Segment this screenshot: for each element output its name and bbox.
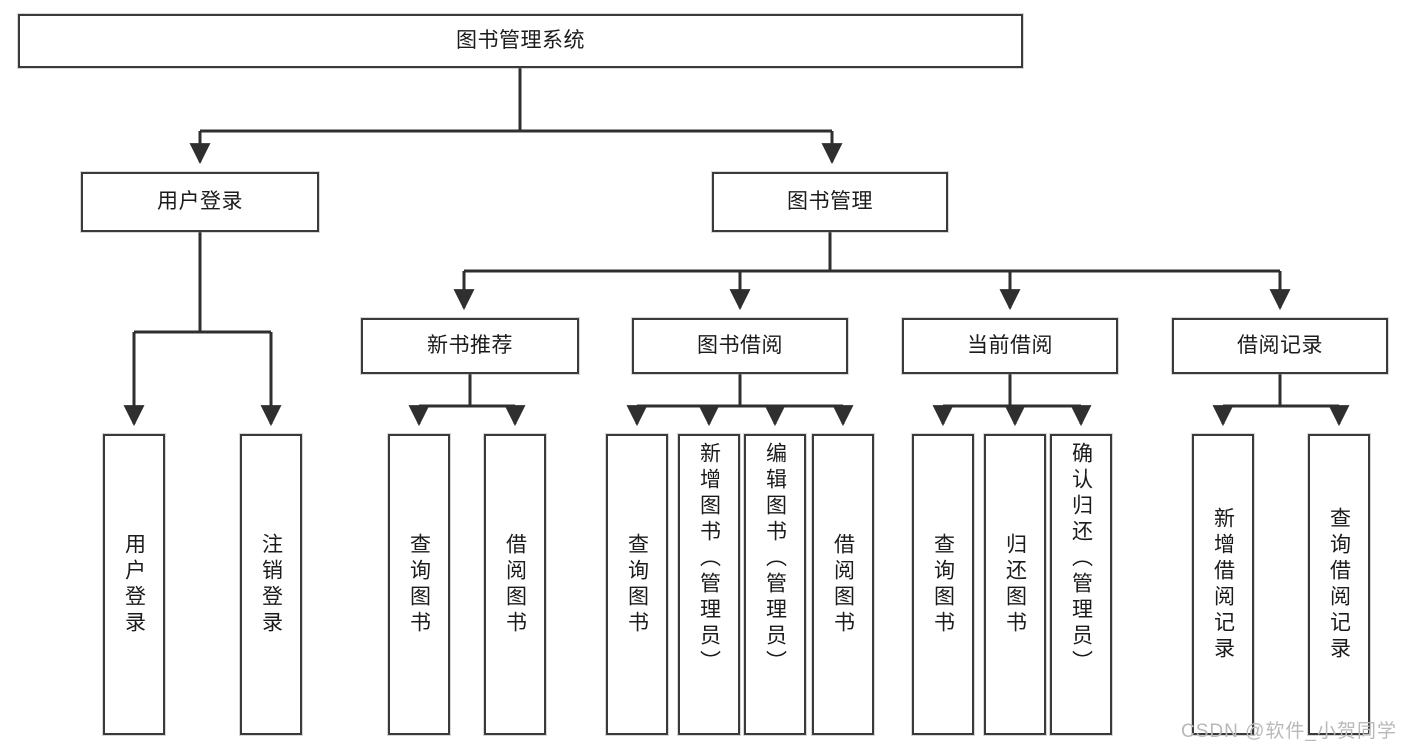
node-leaf-query-record[interactable]: 查询借阅记录 [1308,434,1370,735]
node-leaf-borrow-book-2[interactable]: 借阅图书 [812,434,874,735]
node-leaf-query-book-1-label: 查询图书 [407,532,431,637]
node-book-manage[interactable]: 图书管理 [712,172,948,232]
node-leaf-add-book-label: 新增图书（管理员） [697,442,721,676]
node-book-borrow[interactable]: 图书借阅 [632,318,848,374]
node-leaf-query-book-2-label: 查询图书 [625,532,649,637]
node-leaf-add-record[interactable]: 新增借阅记录 [1192,434,1254,735]
node-borrow-record-label: 借阅记录 [1237,333,1323,357]
node-current-borrow-label: 当前借阅 [967,333,1053,357]
node-current-borrow[interactable]: 当前借阅 [902,318,1118,374]
node-leaf-return-book-label: 归还图书 [1003,532,1027,637]
node-new-book-rec[interactable]: 新书推荐 [361,318,579,374]
node-leaf-edit-book[interactable]: 编辑图书（管理员） [744,434,806,735]
node-leaf-user-logout[interactable]: 注销登录 [240,434,302,735]
node-leaf-query-book-3-label: 查询图书 [931,532,955,637]
node-user-login-label: 用户登录 [157,189,243,213]
node-root[interactable]: 图书管理系统 [18,14,1023,68]
node-leaf-query-record-label: 查询借阅记录 [1327,506,1351,663]
node-leaf-user-logout-label: 注销登录 [259,532,283,637]
node-new-book-rec-label: 新书推荐 [427,333,513,357]
node-leaf-confirm-return[interactable]: 确认归还（管理员） [1050,434,1112,735]
node-leaf-borrow-book-1[interactable]: 借阅图书 [484,434,546,735]
node-leaf-query-book-1[interactable]: 查询图书 [388,434,450,735]
node-leaf-edit-book-label: 编辑图书（管理员） [763,442,787,676]
node-leaf-user-login-label: 用户登录 [122,532,146,637]
node-book-manage-label: 图书管理 [787,189,873,213]
node-borrow-record[interactable]: 借阅记录 [1172,318,1388,374]
node-leaf-add-record-label: 新增借阅记录 [1211,506,1235,663]
node-leaf-borrow-book-1-label: 借阅图书 [503,532,527,637]
node-leaf-borrow-book-2-label: 借阅图书 [831,532,855,637]
node-user-login[interactable]: 用户登录 [81,172,319,232]
node-leaf-return-book[interactable]: 归还图书 [984,434,1046,735]
node-leaf-user-login[interactable]: 用户登录 [103,434,165,735]
node-leaf-query-book-2[interactable]: 查询图书 [606,434,668,735]
node-leaf-add-book[interactable]: 新增图书（管理员） [678,434,740,735]
node-root-label: 图书管理系统 [456,28,585,52]
node-book-borrow-label: 图书借阅 [697,333,783,357]
node-leaf-confirm-return-label: 确认归还（管理员） [1069,442,1093,676]
watermark: CSDN @软件_小贺同学 [1181,721,1397,742]
node-leaf-query-book-3[interactable]: 查询图书 [912,434,974,735]
